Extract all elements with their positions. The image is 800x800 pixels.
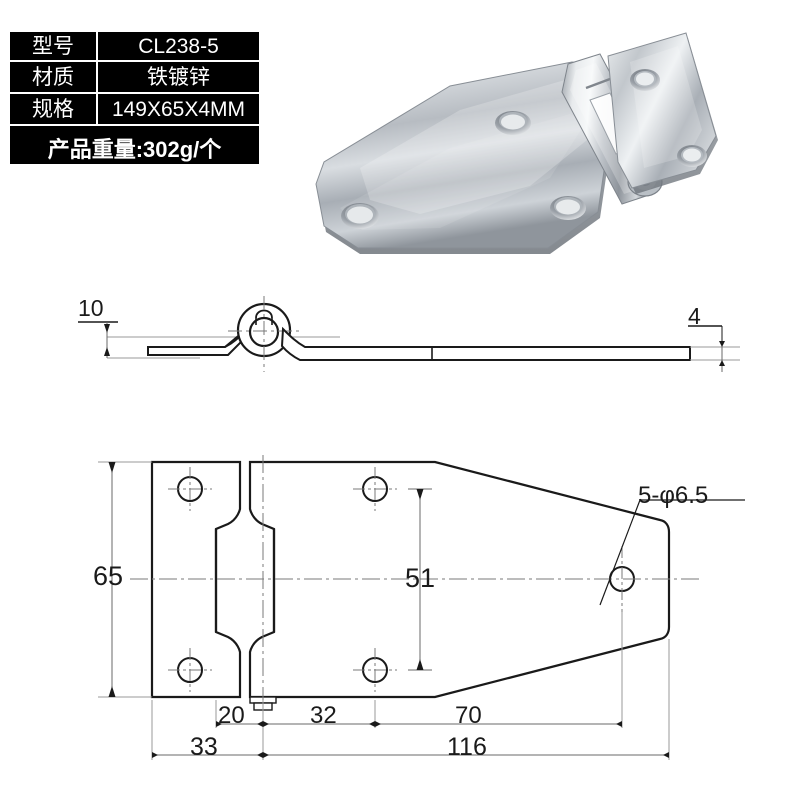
dimension-label-4: 4 — [688, 303, 701, 329]
hole-callout-label: 5-φ6.5 — [638, 482, 709, 509]
spec-table: 型号 CL238-5 材质 铁镀锌 规格 149X65X4MM 产品重量:302… — [10, 30, 259, 166]
table-row: 材质 铁镀锌 — [10, 62, 259, 94]
table-row: 型号 CL238-5 — [10, 30, 259, 62]
spec-value-model: CL238-5 — [98, 30, 259, 62]
dimension-label-33: 33 — [190, 733, 218, 761]
table-spacer — [10, 126, 259, 132]
spec-value-material: 铁镀锌 — [98, 62, 259, 94]
spec-label-model: 型号 — [10, 30, 98, 62]
spec-label-material: 材质 — [10, 62, 98, 94]
dimension-label-70: 70 — [455, 702, 482, 729]
table-row: 规格 149X65X4MM — [10, 94, 259, 126]
spec-weight-row: 产品重量:302g/个 — [10, 132, 259, 166]
dimension-label-65: 65 — [93, 561, 124, 591]
spec-value-size: 149X65X4MM — [98, 94, 259, 126]
product-photo — [300, 18, 750, 278]
dimension-label-10: 10 — [78, 295, 104, 321]
dimension-label-32: 32 — [310, 702, 337, 729]
dimension-label-20: 20 — [218, 702, 245, 729]
side-elevation-view — [78, 296, 740, 372]
spec-label-size: 规格 — [10, 94, 98, 126]
dimension-label-51: 51 — [405, 563, 436, 593]
dimension-label-116: 116 — [447, 733, 487, 761]
